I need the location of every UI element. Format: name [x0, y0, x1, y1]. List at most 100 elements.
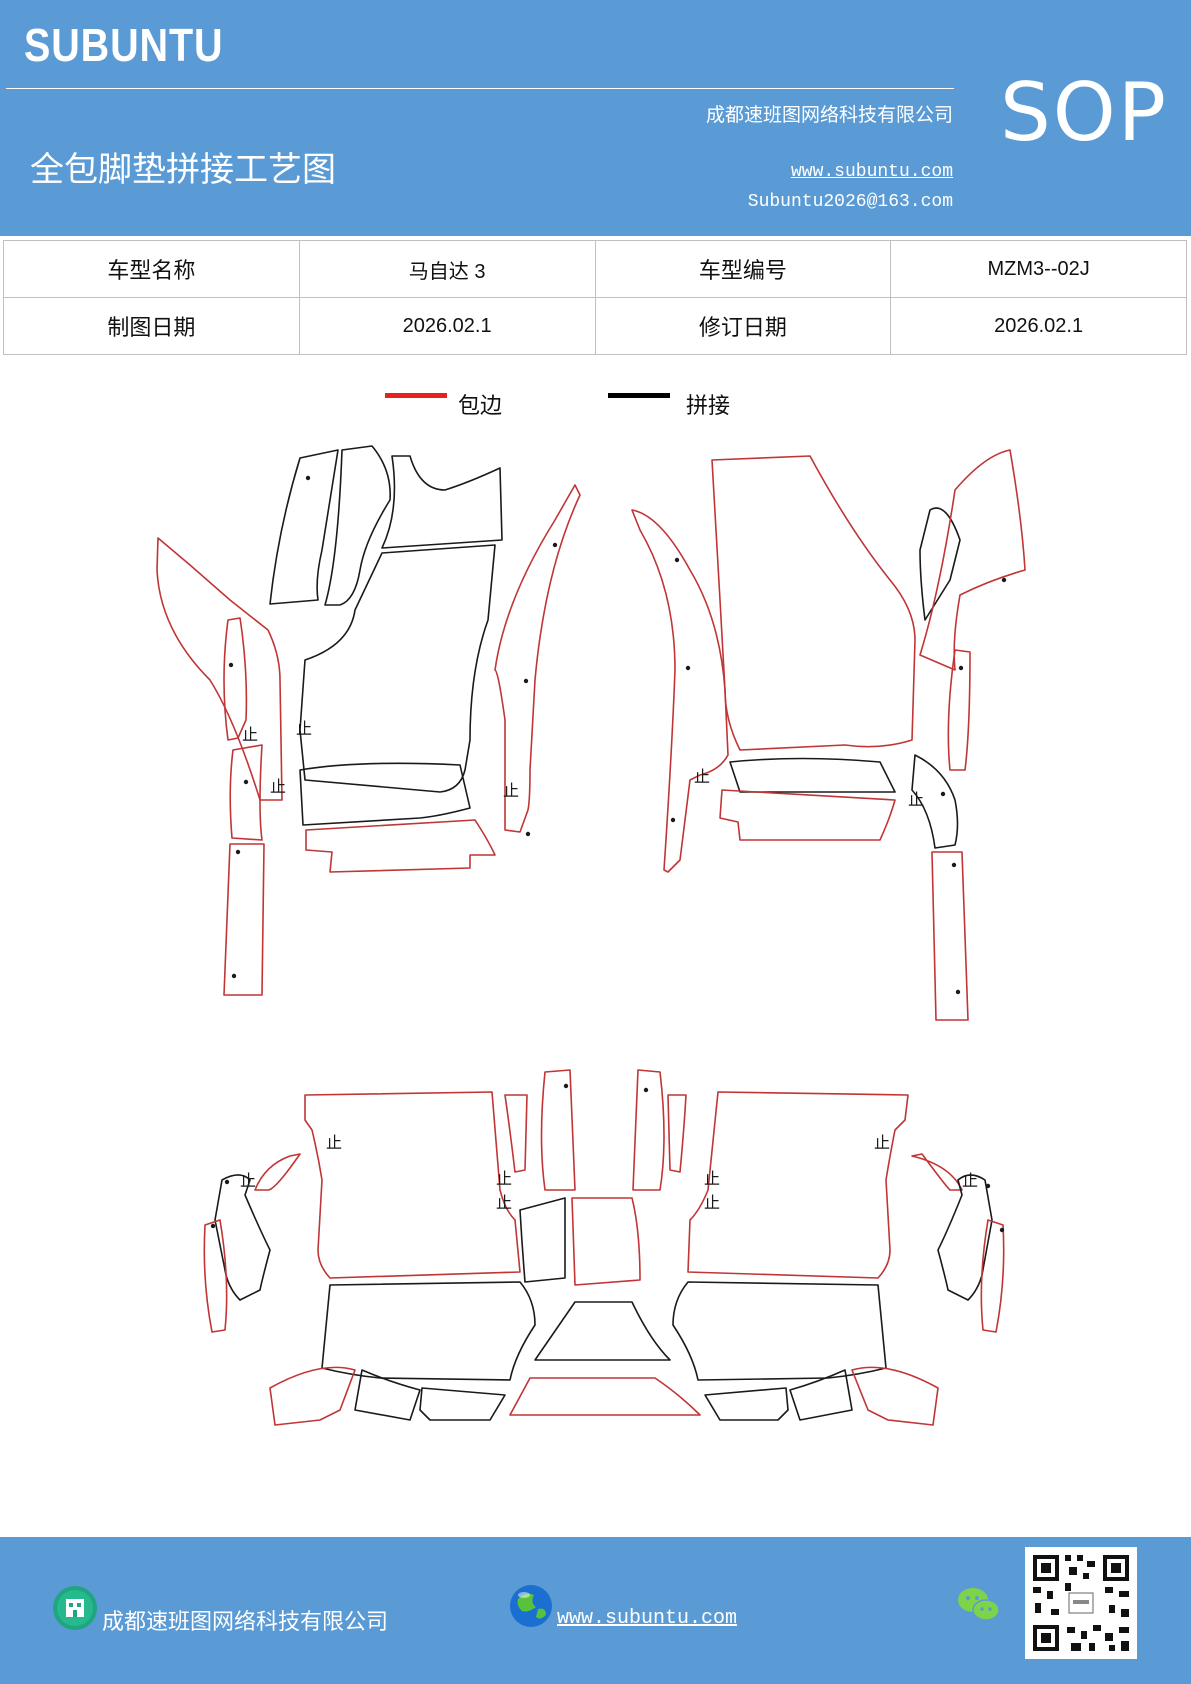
page-footer: 成都速班图网络科技有限公司 www.subuntu.com: [0, 1537, 1191, 1684]
mat-piece: [931, 851, 969, 1021]
stop-mark: 止: [240, 1171, 256, 1190]
company-name: 成都速班图网络科技有限公司: [705, 104, 953, 126]
brand-logo: SUBUNTU: [24, 19, 224, 71]
stop-mark: 止: [242, 725, 258, 744]
mat-piece: [851, 1366, 939, 1426]
legend-edge-swatch: [385, 393, 447, 398]
header-divider: [6, 88, 954, 89]
reference-dot: [999, 1227, 1005, 1233]
revise-date-label: 修订日期: [594, 297, 892, 355]
qr-code-icon: [1025, 1547, 1137, 1659]
reference-dot: [674, 557, 680, 563]
mat-piece: [321, 1281, 536, 1381]
mat-piece: [494, 484, 581, 833]
mat-piece: [299, 762, 471, 826]
reference-dot: [1001, 577, 1007, 583]
stop-mark: 止: [874, 1133, 890, 1152]
mat-piece: [789, 1369, 853, 1421]
mat-piece: [667, 1094, 687, 1173]
stop-mark: 止: [270, 777, 286, 796]
mat-piece: [632, 1069, 665, 1191]
mat-piece: [711, 455, 916, 751]
reference-dot: [951, 862, 957, 868]
model-info-table: 车型名称 马自达 3 车型编号 MZM3--02J 制图日期 2026.02.1…: [3, 240, 1187, 355]
model-name-label: 车型名称: [3, 240, 300, 298]
globe-icon: [510, 1585, 552, 1627]
revise-date-value: 2026.02.1: [890, 297, 1187, 355]
front-left-pieces: [156, 445, 581, 996]
mat-piece: [354, 1369, 421, 1421]
mat-piece: [504, 1094, 528, 1173]
reference-dot: [523, 678, 529, 684]
reference-dot: [563, 1083, 569, 1089]
mat-piece: [381, 455, 503, 549]
front-right-pieces: [631, 449, 1026, 1021]
mat-piece: [919, 449, 1026, 671]
reference-dot: [955, 989, 961, 995]
mat-piece: [519, 1197, 566, 1283]
legend-edge-label: 包边: [458, 394, 503, 419]
reference-dots: [210, 475, 1007, 1233]
rear-left-pieces: [203, 1069, 701, 1426]
mat-piece: [509, 1377, 701, 1416]
draw-date-label: 制图日期: [3, 297, 300, 355]
reference-dot: [305, 475, 311, 481]
page-header: SUBUNTU 成都速班图网络科技有限公司 全包脚垫拼接工艺图 www.subu…: [0, 0, 1191, 236]
mat-piece: [299, 544, 496, 793]
contact-email: Subuntu2026@163.com: [747, 192, 953, 212]
mat-piece: [911, 754, 959, 849]
mat-piece: [571, 1197, 641, 1286]
mat-piece: [937, 1174, 993, 1301]
mat-piece: [254, 1153, 301, 1191]
mat-piece: [631, 509, 729, 873]
model-code-value: MZM3--02J: [890, 240, 1187, 298]
mat-piece: [223, 843, 265, 996]
mat-piece: [214, 1174, 271, 1301]
mat-piece: [729, 757, 896, 793]
mat-piece: [305, 819, 496, 873]
mat-piece: [980, 1219, 1005, 1333]
stop-mark: 止: [908, 790, 924, 809]
legend-splice-label: 拼接: [686, 394, 731, 419]
reference-dot: [643, 1087, 649, 1093]
mat-piece: [269, 449, 339, 605]
mat-piece: [156, 537, 283, 801]
stop-mark: 止: [694, 767, 710, 786]
table-row: 制图日期 2026.02.1 修订日期 2026.02.1: [3, 297, 1187, 355]
mat-pattern-drawing: 止 止 止 止 止 止 止 止 止 止 止 止 止 止: [156, 445, 1026, 1426]
mat-piece: [919, 507, 961, 621]
mat-piece: [719, 789, 896, 841]
reference-dot: [985, 1183, 991, 1189]
mat-piece: [269, 1366, 356, 1426]
mat-piece: [324, 445, 391, 606]
mat-piece: [419, 1387, 506, 1421]
reference-dot: [235, 849, 241, 855]
reference-dot: [243, 779, 249, 785]
stop-mark: 止: [704, 1169, 720, 1188]
reference-dot: [685, 665, 691, 671]
stop-mark: 止: [496, 1169, 512, 1188]
reference-dot: [231, 973, 237, 979]
footer-website-link[interactable]: www.subuntu.com: [557, 1607, 738, 1630]
rear-right-pieces: [632, 1069, 1005, 1426]
mat-piece: [947, 649, 971, 771]
stop-mark: 止: [503, 781, 519, 800]
wechat-icon[interactable]: [956, 1585, 1002, 1625]
reference-dot: [940, 791, 946, 797]
model-code-label: 车型编号: [594, 240, 892, 298]
reference-dot: [958, 665, 964, 671]
building-icon: [53, 1586, 97, 1630]
reference-dot: [224, 1179, 230, 1185]
draw-date-value: 2026.02.1: [298, 297, 596, 355]
reference-dot: [552, 542, 558, 548]
mat-piece: [672, 1281, 887, 1381]
reference-dot: [525, 831, 531, 837]
website-link[interactable]: www.subuntu.com: [790, 162, 953, 182]
table-row: 车型名称 马自达 3 车型编号 MZM3--02J: [3, 240, 1187, 298]
stop-mark: 止: [326, 1133, 342, 1152]
mat-piece: [911, 1153, 963, 1191]
mat-piece: [304, 1091, 521, 1279]
legend-splice-swatch: [608, 393, 670, 398]
mat-piece: [203, 1219, 228, 1333]
stop-mark: 止: [296, 719, 312, 738]
